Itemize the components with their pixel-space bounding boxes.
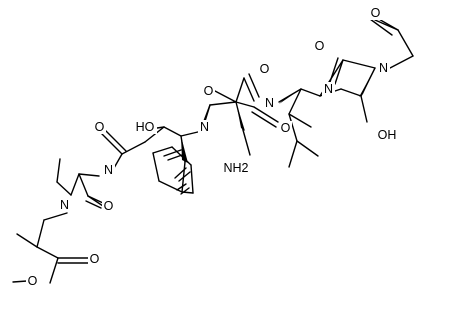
- bond-line: [248, 73, 260, 98]
- bond-line: [144, 126, 165, 143]
- svg-text:HO: HO: [136, 120, 155, 134]
- bond-line: [242, 129, 251, 156]
- bond-line: [36, 219, 45, 248]
- svg-text:N: N: [60, 198, 69, 212]
- atom-oh-ser: OH: [375, 128, 399, 142]
- bond-line: [288, 113, 312, 128]
- bond-line: [288, 140, 298, 168]
- bond-line: [49, 257, 59, 284]
- svg-text:N: N: [200, 120, 209, 134]
- bond-line: [251, 111, 277, 128]
- bond-line: [56, 158, 61, 183]
- bond-line: [214, 90, 237, 103]
- bond-line: [209, 101, 237, 106]
- bond-line: [369, 18, 393, 36]
- bond-line: [85, 200, 102, 209]
- svg-text:N: N: [265, 96, 274, 110]
- bond-line: [174, 167, 187, 179]
- bond-line: [278, 88, 302, 103]
- bond-line: [288, 113, 298, 142]
- atom-o-leu-carbonyl: O: [258, 62, 271, 76]
- bond-lines: [12, 13, 414, 284]
- bond-line: [340, 88, 362, 97]
- bond-line: [389, 55, 414, 69]
- bond-line: [43, 212, 68, 221]
- atom-o-amide-ile: O: [93, 120, 106, 134]
- svg-text:O: O: [104, 199, 114, 213]
- atom-nh-val: N: [58, 198, 71, 212]
- bond-line: [235, 77, 245, 103]
- bond-line: [113, 153, 123, 169]
- bond-line: [152, 146, 173, 154]
- svg-text:O: O: [95, 120, 105, 134]
- atom-o-asn-carbonyl: O: [202, 84, 215, 98]
- svg-text:OH: OH: [378, 128, 397, 142]
- bond-line: [360, 95, 368, 123]
- bond-line: [296, 140, 319, 157]
- atom-o-methoxy: O: [26, 274, 39, 288]
- atom-nh-acetyl: N: [377, 61, 390, 75]
- svg-text:O: O: [371, 6, 381, 20]
- bond-line: [12, 280, 28, 283]
- svg-text:N: N: [324, 82, 333, 96]
- svg-text:O: O: [204, 84, 214, 98]
- svg-text:O: O: [260, 62, 270, 76]
- atom-o-asn-sidechain: O: [279, 121, 292, 135]
- bond-line: [329, 57, 339, 83]
- atom-nh2-asn: NH2: [221, 161, 251, 175]
- svg-text:O: O: [28, 274, 38, 288]
- atom-ho-statine: HO: [133, 120, 157, 134]
- stereo-wedge: [181, 136, 188, 163]
- bond-line: [152, 152, 160, 182]
- bond-line: [397, 29, 414, 57]
- bond-line: [190, 164, 194, 194]
- atom-labels: O N O OH O N O N O NH2 O HO N N O N O O: [26, 6, 399, 288]
- atom-o-acetyl: O: [369, 6, 382, 20]
- bond-line: [178, 171, 191, 182]
- bond-line: [158, 180, 183, 193]
- svg-text:O: O: [90, 252, 100, 266]
- bond-line: [243, 77, 255, 102]
- bond-line: [102, 127, 127, 152]
- atom-o-ile-carbonyl: O: [102, 199, 115, 213]
- bond-line: [36, 246, 59, 259]
- atom-nh-asn: N: [263, 96, 276, 110]
- svg-text:O: O: [281, 121, 291, 135]
- bond-line: [98, 130, 123, 155]
- atom-o-val-carbonyl: O: [88, 252, 101, 266]
- atom-o-ser-carbonyl: O: [313, 39, 326, 53]
- svg-text:O: O: [315, 39, 325, 53]
- bond-line: [342, 59, 376, 69]
- bond-line: [16, 233, 38, 248]
- atom-nh-leu: N: [322, 82, 335, 96]
- bond-line: [300, 88, 321, 97]
- bond-line: [176, 183, 187, 191]
- bond-line: [334, 59, 344, 85]
- bond-line: [78, 173, 100, 177]
- stereo-wedge: [359, 68, 375, 97]
- bond-line: [87, 195, 104, 204]
- bond-line: [163, 149, 182, 157]
- bond-line: [253, 106, 279, 123]
- atom-nh-ile: N: [102, 163, 115, 177]
- bond-line: [171, 146, 192, 166]
- stereo-wedge: [70, 174, 79, 196]
- stereo-wedges: [70, 68, 375, 196]
- stereo-wedge: [236, 102, 245, 131]
- bond-line: [78, 173, 89, 197]
- atom-nh-phe: N: [198, 120, 211, 134]
- bond-line: [288, 88, 302, 115]
- svg-text:NH2: NH2: [223, 161, 248, 175]
- stereo-wedge: [279, 89, 301, 104]
- bond-line: [167, 154, 183, 161]
- bond-line: [121, 141, 146, 155]
- svg-text:N: N: [104, 163, 113, 177]
- bond-line: [235, 101, 255, 108]
- bond-line: [163, 126, 182, 137]
- bond-line: [180, 187, 190, 195]
- svg-text:N: N: [379, 61, 388, 75]
- bond-line: [56, 181, 72, 196]
